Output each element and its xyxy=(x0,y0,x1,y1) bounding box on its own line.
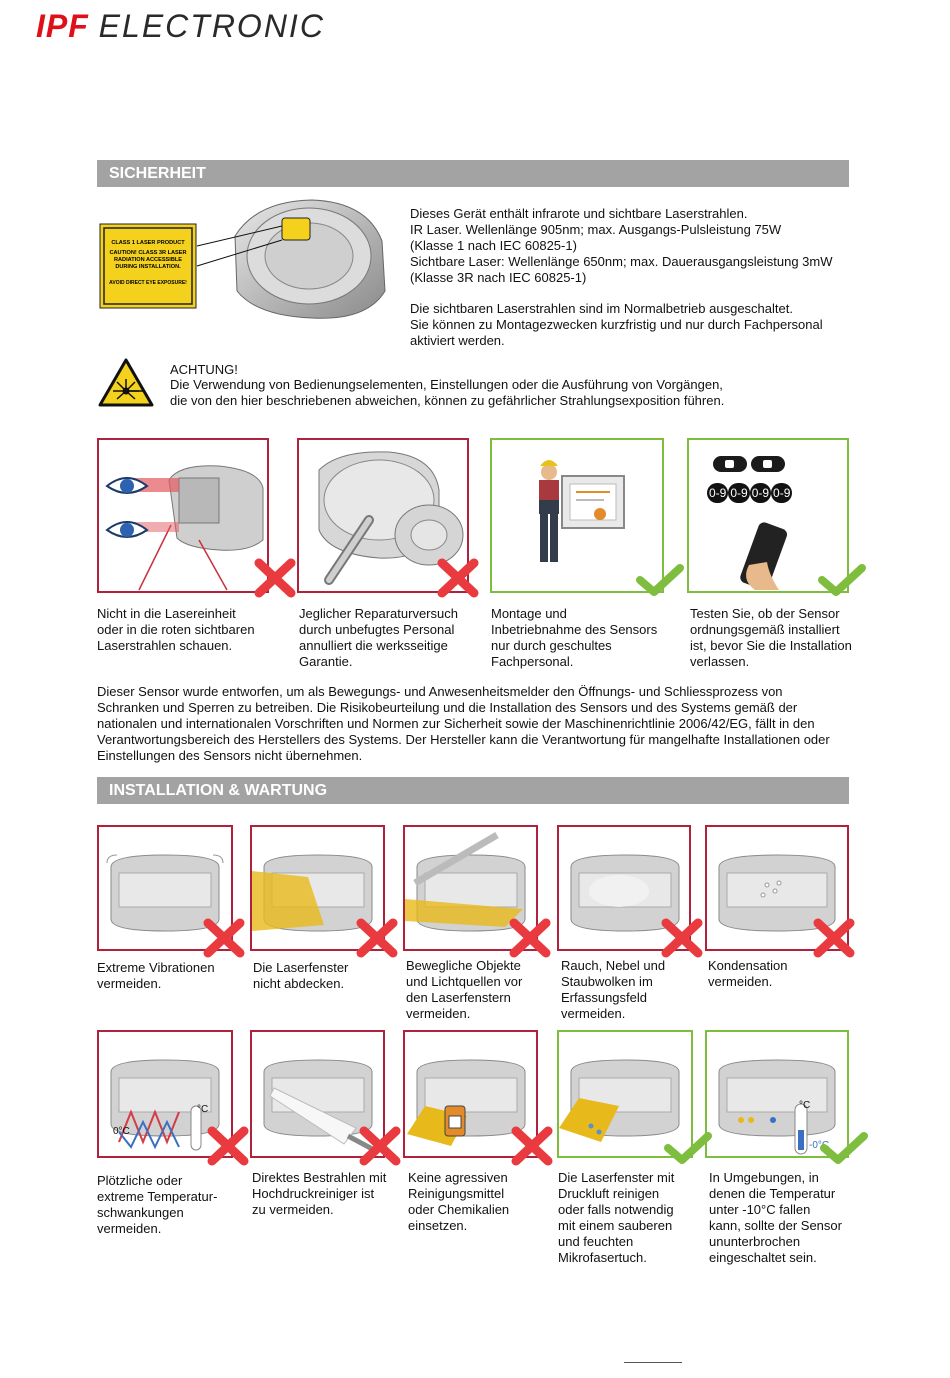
forbidden-cross-icon xyxy=(206,1125,250,1172)
allowed-check-icon xyxy=(664,1130,712,1171)
forbidden-cross-icon xyxy=(358,1125,402,1172)
forbidden-cross-icon xyxy=(812,917,856,964)
forbidden-cross-icon xyxy=(508,917,552,964)
section-bar-installation: INSTALLATION & WARTUNG xyxy=(97,777,849,804)
caption-pressure-washer: Direktes Bestrahlen mit Hochdruckreinige… xyxy=(252,1170,387,1217)
allowed-check-icon xyxy=(818,562,866,603)
temperature-unit: °C xyxy=(799,1100,811,1111)
caption-temperature-swing: Plötzliche oder extreme Temperatur- schw… xyxy=(97,1173,218,1236)
caption-condensation: Kondensation vermeiden. xyxy=(708,958,788,989)
caption-vibration: Extreme Vibrationen vermeiden. xyxy=(97,960,215,991)
sensor-with-label-image: CLASS 1 LASER PRODUCT CAUTION! CLASS 3R … xyxy=(99,199,386,319)
panel-eye-warning xyxy=(97,438,269,593)
panel-certified-installer xyxy=(490,438,664,593)
warning-title: ACHTUNG! xyxy=(170,362,238,377)
digit-code-3: 0-9 xyxy=(749,483,772,503)
caption-smoke-fog: Rauch, Nebel und Staubwolken im Erfassun… xyxy=(561,958,666,1021)
panel-pressure-washer xyxy=(250,1030,385,1158)
footer-divider xyxy=(624,1362,682,1363)
label-line-5: AVOID DIRECT EYE EXPOSURE! xyxy=(109,280,187,286)
temperature-label: 0°C xyxy=(113,1126,130,1137)
forbidden-cross-icon xyxy=(355,917,399,964)
digit-code-1: 0-9 xyxy=(707,483,729,503)
section-bar-safety: SICHERHEIT xyxy=(97,160,849,187)
digit-code-2: 0-9 xyxy=(728,483,750,503)
panel-moving-objects xyxy=(403,825,538,951)
forbidden-cross-icon xyxy=(660,917,704,964)
temperature-unit: °C xyxy=(197,1104,209,1115)
forbidden-cross-icon xyxy=(253,557,297,604)
allowed-check-icon xyxy=(820,1130,868,1171)
forbidden-cross-icon xyxy=(510,1125,554,1172)
caption-eye-warning: Nicht in die Lasereinheit oder in die ro… xyxy=(97,606,255,653)
caption-certified-installer: Montage und Inbetriebnahme des Sensors n… xyxy=(491,606,658,669)
laser-info-text: Dieses Gerät enthält infrarote und sicht… xyxy=(410,206,833,285)
company-logo: IPF ELECTRONIC xyxy=(36,8,325,45)
label-line-3: RADIATION ACCESSIBLE xyxy=(114,257,182,263)
laser-warning-icon xyxy=(98,358,154,408)
caption-remote-test: Testen Sie, ob der Sensor ordnungsgemäß … xyxy=(690,606,852,669)
laser-label-illustration: CLASS 1 LASER PRODUCT CAUTION! CLASS 3R … xyxy=(97,196,392,321)
caption-clean-window: Die Laserfenster mit Druckluft reinigen … xyxy=(558,1170,675,1265)
laser-note-text: Die sichtbaren Laserstrahlen sind im Nor… xyxy=(410,301,823,348)
label-line-4: DURING INSTALLATION. xyxy=(115,264,181,270)
caption-moving-objects: Bewegliche Objekte und Lichtquellen vor … xyxy=(406,958,523,1021)
logo-brand: IPF xyxy=(36,8,89,44)
label-line-1: CLASS 1 LASER PRODUCT xyxy=(111,240,185,246)
panel-cold-environment: °C -0°C xyxy=(705,1030,849,1158)
logo-rest: ELECTRONIC xyxy=(98,8,325,44)
panel-repair-warning xyxy=(297,438,469,593)
temperature-label: -0°C xyxy=(809,1140,830,1151)
forbidden-cross-icon xyxy=(202,917,246,964)
digit-code-4: 0-9 xyxy=(771,483,793,503)
panel-vibration xyxy=(97,825,233,951)
caption-cover-window: Die Laserfenster nicht abdecken. xyxy=(253,960,349,991)
forbidden-cross-icon xyxy=(436,557,480,604)
disclaimer-text: Dieser Sensor wurde entworfen, um als Be… xyxy=(97,684,830,763)
allowed-check-icon xyxy=(636,562,684,603)
warning-text: Die Verwendung von Bedienungselementen, … xyxy=(170,377,725,408)
panel-temperature-swing: 0°C °C xyxy=(97,1030,233,1158)
panel-smoke-fog xyxy=(557,825,691,951)
panel-condensation xyxy=(705,825,849,951)
label-line-2: CAUTION! CLASS 3R LASER xyxy=(109,250,186,256)
caption-cold-environment: In Umgebungen, in denen die Temperatur u… xyxy=(709,1170,842,1265)
caption-repair-warning: Jeglicher Reparaturversuch durch unbefug… xyxy=(299,606,458,669)
caption-chemicals: Keine agressiven Reinigungsmittel oder C… xyxy=(408,1170,510,1233)
panel-clean-window xyxy=(557,1030,693,1158)
